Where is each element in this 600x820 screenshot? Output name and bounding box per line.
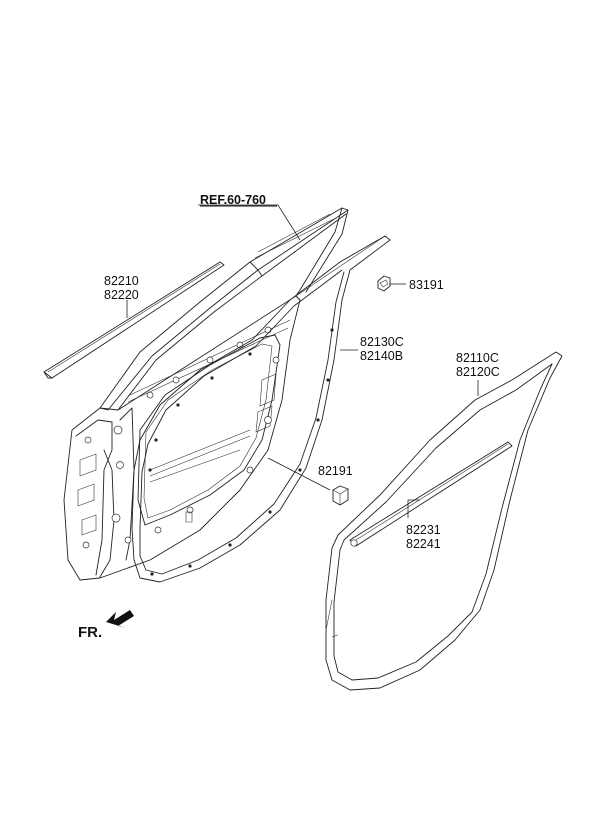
front-direction-arrow-icon — [106, 610, 134, 628]
plug-82191 — [332, 485, 349, 506]
door-window-frame — [99, 207, 349, 411]
part-number-82191: 82191 — [318, 464, 353, 478]
front-direction-label: FR. — [78, 624, 102, 641]
body-side-weatherstrip — [325, 351, 563, 691]
part-number-83191: 83191 — [409, 278, 444, 292]
door-side-weatherstrip — [131, 235, 391, 583]
leader-lines — [126, 204, 479, 518]
belt-weatherstrip-82210 — [43, 261, 225, 379]
part-number-82110c: 82110C — [456, 351, 499, 365]
ref-label: REF.60-760 — [200, 193, 266, 207]
part-number-82120c: 82120C — [456, 365, 500, 379]
dam-weatherstrip-82231 — [349, 441, 513, 547]
part-number-82231: 82231 — [406, 523, 441, 537]
part-number-82210: 82210 — [104, 274, 139, 288]
part-number-82241: 82241 — [406, 537, 441, 551]
door-inner-panel — [63, 295, 301, 581]
part-number-82220: 82220 — [104, 288, 139, 302]
clip-83191 — [377, 275, 391, 292]
part-number-82130c: 82130C — [360, 335, 404, 349]
part-number-82140b: 82140B — [360, 349, 403, 363]
